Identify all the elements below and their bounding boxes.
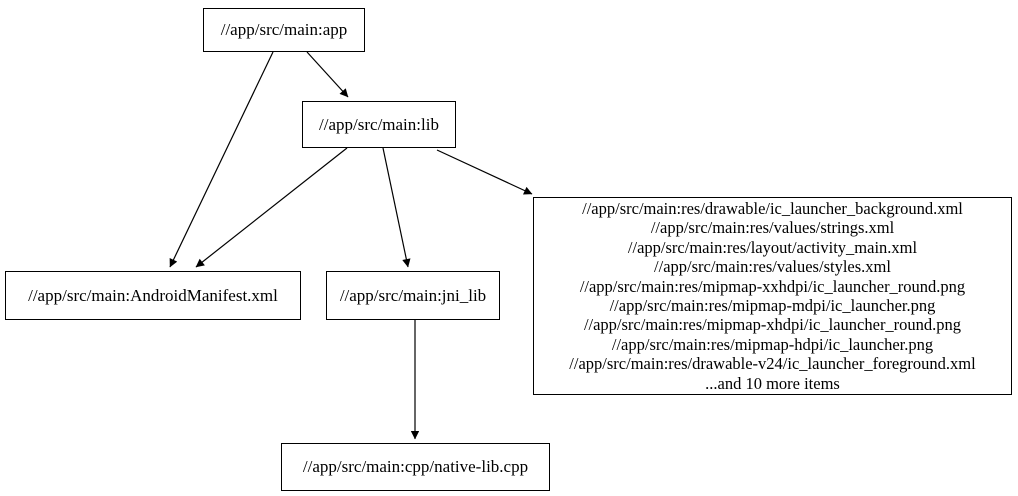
node-native-lib-cpp-label: //app/src/main:cpp/native-lib.cpp <box>302 457 529 476</box>
resource-overflow-note: ...and 10 more items <box>705 373 840 393</box>
node-resources-group: //app/src/main:res/drawable/ic_launcher_… <box>533 197 1012 395</box>
edge-app-to-manifest <box>169 51 274 268</box>
node-app-label: //app/src/main:app <box>220 20 348 39</box>
resource-item: //app/src/main:res/drawable-v24/ic_launc… <box>569 354 976 374</box>
node-lib: //app/src/main:lib <box>302 101 456 148</box>
edge-lib-to-resources <box>436 149 533 195</box>
edge-lib-to-jni-lib <box>382 147 411 268</box>
node-lib-label: //app/src/main:lib <box>319 114 439 134</box>
edge-app-to-lib <box>306 51 349 98</box>
resource-item: //app/src/main:res/mipmap-xxhdpi/ic_laun… <box>579 276 966 296</box>
resource-item: //app/src/main:res/values/strings.xml <box>650 218 895 238</box>
node-app: //app/src/main:app <box>203 8 365 52</box>
node-jni-lib-label: //app/src/main:jni_lib <box>339 285 487 305</box>
resource-item: //app/src/main:res/values/styles.xml <box>654 257 891 277</box>
node-android-manifest-label: //app/src/main:AndroidManifest.xml <box>28 285 278 305</box>
resource-item: //app/src/main:res/mipmap-hdpi/ic_launch… <box>611 334 934 354</box>
resource-item: //app/src/main:res/layout/activity_main.… <box>627 237 918 257</box>
edge-lib-to-manifest <box>195 147 348 268</box>
resource-item: //app/src/main:res/mipmap-xhdpi/ic_launc… <box>583 315 962 335</box>
resource-item: //app/src/main:res/drawable/ic_launcher_… <box>582 198 963 218</box>
resource-item: //app/src/main:res/mipmap-mdpi/ic_launch… <box>609 296 936 315</box>
node-android-manifest: //app/src/main:AndroidManifest.xml <box>5 271 301 320</box>
node-jni-lib: //app/src/main:jni_lib <box>326 271 500 320</box>
node-native-lib-cpp: //app/src/main:cpp/native-lib.cpp <box>281 443 550 491</box>
